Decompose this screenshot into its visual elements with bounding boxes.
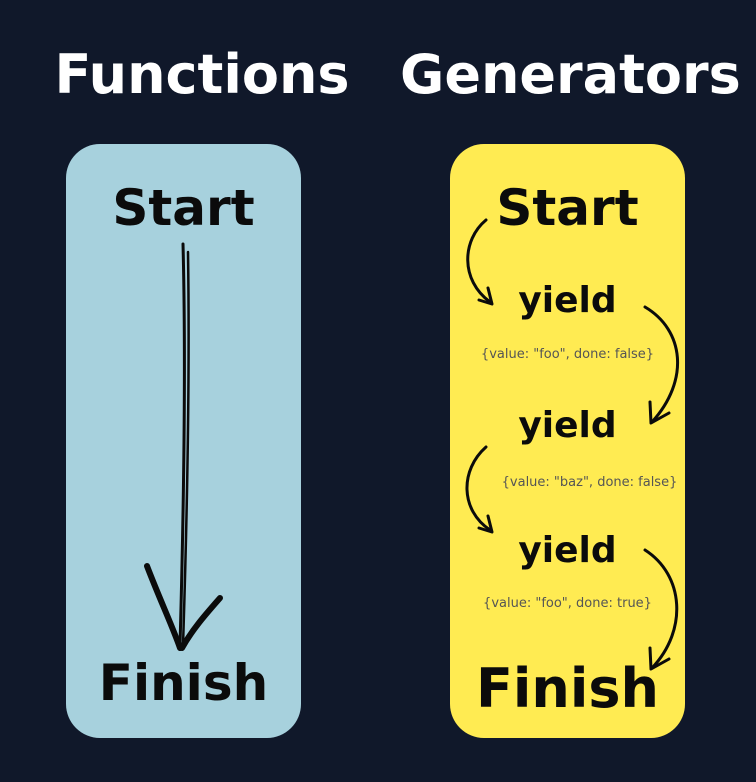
yield-label-1: yield bbox=[518, 280, 617, 321]
functions-flow-arrow bbox=[144, 242, 223, 651]
yield-label-2: yield bbox=[518, 405, 617, 446]
yield-label-3: yield bbox=[518, 530, 617, 571]
functions-finish-label: Finish bbox=[98, 654, 269, 712]
yield-value-1: {value: "foo", done: false} bbox=[480, 347, 655, 362]
yield-value-2: {value: "baz", done: false} bbox=[501, 475, 678, 490]
generators-panel: Start yield {value: "foo", done: false} … bbox=[450, 144, 685, 738]
yield-value-3: {value: "foo", done: true} bbox=[483, 596, 652, 611]
generators-start-label: Start bbox=[496, 179, 639, 237]
yield-2-to-yield-3-arrow bbox=[465, 445, 494, 534]
yield-1-to-yield-2-arrow bbox=[643, 305, 680, 425]
yield-3-to-finish-arrow bbox=[643, 548, 679, 671]
start-to-yield-1-arrow bbox=[466, 218, 494, 306]
generators-finish-label: Finish bbox=[476, 657, 659, 720]
functions-start-label: Start bbox=[112, 179, 255, 237]
generators-heading: Generators bbox=[400, 43, 741, 106]
functions-heading: Functions bbox=[54, 43, 350, 106]
